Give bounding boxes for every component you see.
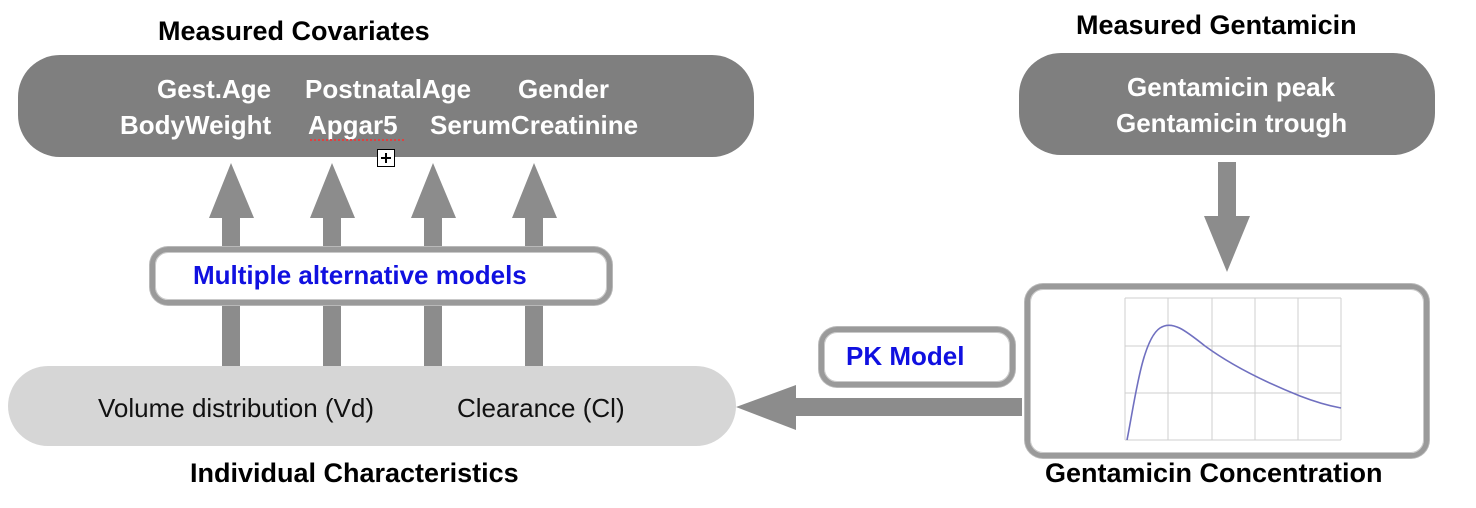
covariate-postnatal-age: PostnatalAge [305,74,472,104]
pk-model-box [819,327,1015,387]
gentamicin-title: Measured Gentamicin [1076,10,1357,40]
covariate-apgar5: Apgar5 [308,110,398,140]
gentamicin-box [1019,53,1435,155]
gentamicin-trough: Gentamicin trough [1116,108,1348,138]
spellcheck-underline [310,136,404,141]
left-arrow [736,385,1022,430]
covariates-title: Measured Covariates [158,16,430,46]
concentration-box [1025,284,1429,458]
concentration-curve [1126,324,1342,441]
characteristics-box [8,366,736,446]
covariate-gender: Gender [518,74,610,104]
concentration-title: Gentamicin Concentration [1045,458,1383,488]
pk-model-label: PK Model [846,341,965,371]
characteristic-clearance: Clearance (Cl) [457,393,625,423]
covariate-gest-age: Gest.Age [157,74,272,104]
models-box [150,247,612,305]
down-arrow [1204,162,1250,272]
gentamicin-peak: Gentamicin peak [1127,72,1336,102]
characteristic-volume: Volume distribution (Vd) [98,393,375,423]
expand-icon[interactable] [377,149,395,167]
characteristics-title: Individual Characteristics [190,458,519,488]
covariate-serum-creatinine: SerumCreatinine [430,110,639,140]
covariate-body-weight: BodyWeight [120,110,272,140]
models-label: Multiple alternative models [193,260,527,290]
